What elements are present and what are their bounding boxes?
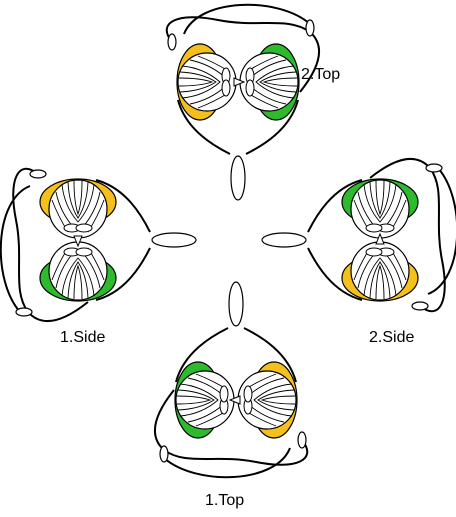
figure-2-top (167, 5, 319, 200)
label-2-side: 2.Side (369, 329, 414, 346)
label-2-top: 2.Top (301, 66, 340, 83)
figure-1-side (1, 169, 196, 321)
label-1-top: 1.Top (205, 492, 244, 509)
figure-1-top (155, 282, 307, 477)
label-1-side: 1.Side (60, 329, 105, 346)
figure-2-side (262, 159, 456, 311)
